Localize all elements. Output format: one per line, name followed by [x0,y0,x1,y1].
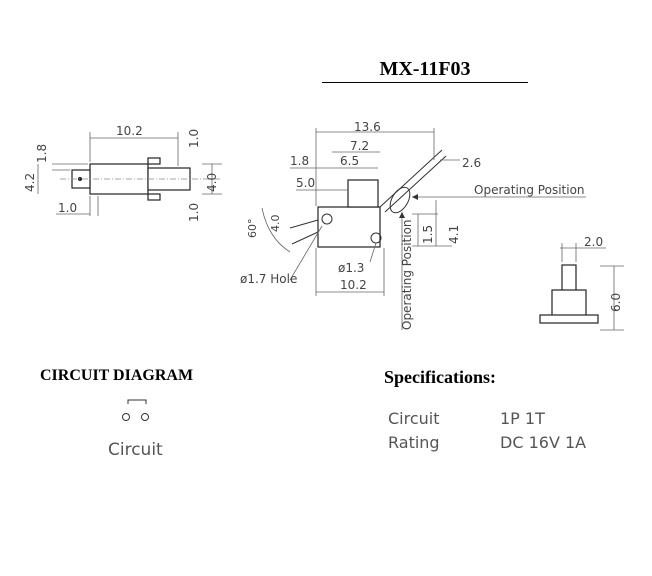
dim-b: 6.5 [340,154,359,168]
side-view: 13.6 7.2 1.8 6.5 5.0 2.6 Operating Posit… [240,120,586,330]
dim-top-right-upper: 1.0 [187,129,201,148]
spec-key-circuit: Circuit [388,409,440,428]
dim-v1: 1.5 [421,225,435,244]
end-view: 2.0 6.0 [539,235,624,331]
dim-c: 5.0 [296,176,315,190]
spec-value-rating: DC 16V 1A [500,433,587,452]
side-view-body [317,206,381,248]
dim-radius: 4.0 [269,215,282,233]
dim-top-right-width: 4.0 [205,173,219,192]
dim-angle: 60° [246,219,259,239]
lever-roller [389,186,411,214]
dim-lever: 2.6 [462,156,481,170]
dim-v2: 4.1 [447,225,461,244]
top-view: 10.2 1.8 4.2 1.0 4.0 1.0 1.0 [23,124,222,222]
circuit-diagram-heading: CIRCUIT DIAGRAM [40,367,194,384]
dim-top-width: 4.2 [23,173,37,192]
top-view-tab-top [147,157,161,165]
circuit-label: Circuit [108,440,163,460]
operating-position-vertical: Operating Position [400,219,414,330]
dim-top-foot: 1.0 [58,201,77,215]
dim-top-length: 10.2 [116,124,143,138]
side-view-hole [321,213,333,225]
circuit-switch-arm [127,399,147,404]
dim-inner: 7.2 [350,139,369,153]
dim-top-right-lower: 1.0 [187,203,201,222]
top-view-tab-bottom [147,193,161,201]
circuit-contact-left [122,413,130,421]
part-number-title: MX-11F03 [322,58,528,83]
spec-key-rating: Rating [388,433,440,452]
dim-pin: ø1.3 [338,261,364,275]
end-view-flange [539,314,599,324]
specifications-heading: Specifications: [384,367,496,387]
dim-end-height: 6.0 [609,293,623,312]
operating-position-horizontal: Operating Position [474,183,585,197]
circuit-symbol [122,399,149,421]
lever [379,149,443,208]
dim-end-top: 2.0 [584,235,603,249]
dim-base: 10.2 [340,278,367,292]
dim-top-height: 1.8 [35,144,49,163]
spec-value-circuit: 1P 1T [500,409,545,428]
dim-a: 1.8 [290,154,309,168]
dim-hole: ø1.7 Hole [240,272,297,286]
circuit-contact-right [141,413,149,421]
side-view-upper-block [347,179,379,208]
dim-overall: 13.6 [354,120,381,134]
